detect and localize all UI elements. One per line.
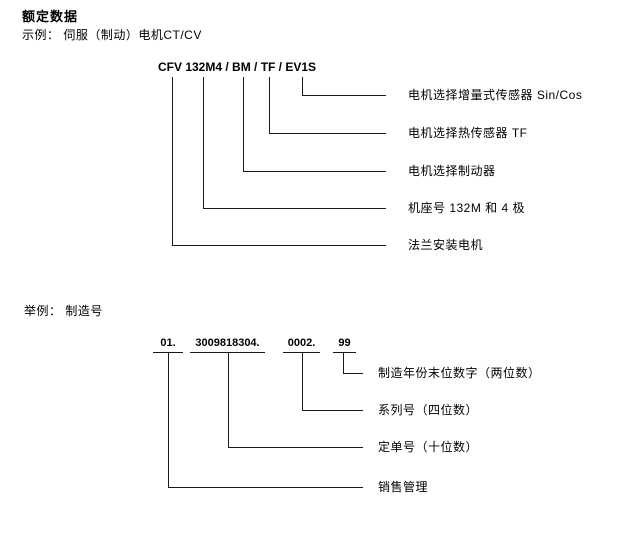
- callout-vline-bm: [243, 77, 244, 171]
- callout-label-132m4: 机座号 132M 和 4 极: [408, 201, 526, 215]
- callout-hline-ev1s: [302, 95, 386, 96]
- serial-group-3: 0002.: [283, 337, 320, 353]
- callout-label-order: 定单号（十位数）: [378, 440, 479, 454]
- callout-label-tf: 电机选择热传感器 TF: [408, 126, 528, 140]
- serial-group-4: 99: [333, 337, 356, 353]
- callout-vline-order: [228, 353, 229, 447]
- callout-label-bm: 电机选择制动器: [408, 164, 496, 178]
- callout-hline-bm: [243, 171, 386, 172]
- motor-type-code: CFV 132M4 / BM / TF / EV1S: [158, 60, 317, 74]
- callout-hline-series: [302, 410, 363, 411]
- callout-hline-order: [228, 447, 363, 448]
- callout-vline-ev1s: [302, 77, 303, 95]
- callout-hline-sales: [168, 487, 363, 488]
- serial-group-2: 3009818304.: [190, 337, 265, 353]
- page-title: 额定数据: [22, 9, 79, 24]
- callout-hline-cfv: [172, 245, 386, 246]
- example-line: 示例： 伺服（制动）电机CT/CV: [22, 28, 202, 42]
- serial-group-1: 01.: [153, 337, 183, 353]
- callout-hline-132m4: [203, 208, 386, 209]
- callout-vline-cfv: [172, 77, 173, 245]
- callout-vline-series: [302, 353, 303, 410]
- serial-section-heading: 举例： 制造号: [24, 304, 103, 318]
- callout-hline-year: [343, 373, 363, 374]
- callout-vline-tf: [269, 77, 270, 133]
- callout-label-series: 系列号（四位数）: [378, 403, 479, 417]
- callout-vline-132m4: [203, 77, 204, 208]
- callout-hline-tf: [269, 133, 386, 134]
- callout-vline-sales: [168, 353, 169, 487]
- callout-label-year: 制造年份末位数字（两位数）: [378, 366, 541, 380]
- callout-label-cfv: 法兰安装电机: [408, 238, 484, 252]
- callout-vline-year: [343, 353, 344, 373]
- callout-label-sales: 销售管理: [378, 480, 429, 494]
- callout-label-ev1s: 电机选择增量式传感器 Sin/Cos: [408, 88, 583, 102]
